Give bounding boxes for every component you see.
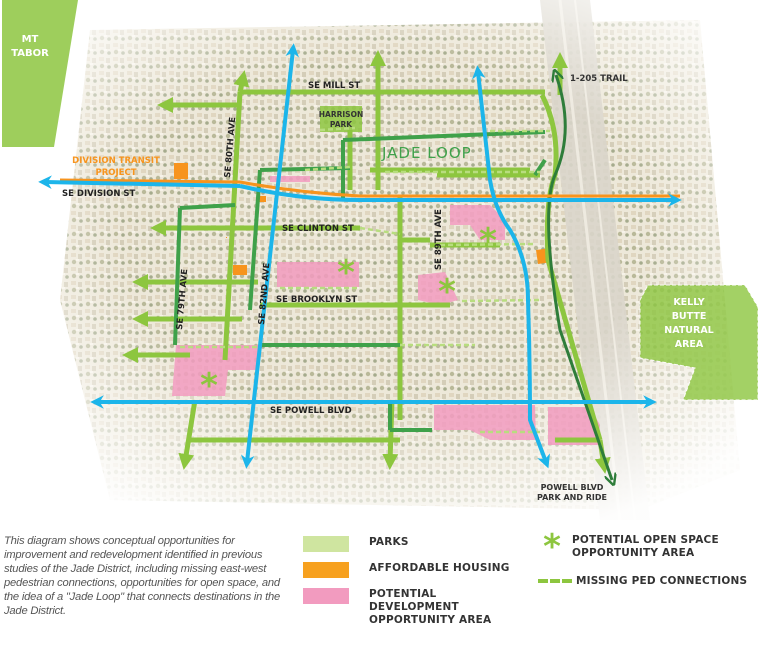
svg-text:1-205 TRAIL: 1-205 TRAIL [570,74,628,84]
svg-text:PARK: PARK [330,120,353,129]
svg-text:SE MILL ST: SE MILL ST [308,81,360,91]
kelly-butte-natural-area: KELLY BUTTE NATURAL AREA [639,284,759,401]
map-caption: This diagram shows conceptual opportunit… [4,535,281,617]
parks-swatch [303,536,349,552]
legend-open-space: * POTENTIAL OPEN SPACE OPPORTUNITY AREA [538,527,742,567]
mt-tabor-area: MT TABOR [2,0,78,147]
svg-text:HARRISON: HARRISON [319,110,363,119]
legend-affordable-housing-label: AFFORDABLE HOUSING [369,562,510,574]
svg-text:SE BROOKLYN ST: SE BROOKLYN ST [276,295,357,305]
development-swatch [303,588,349,604]
dashed-line-icon [538,579,572,583]
affordable-housing-swatch [303,562,349,578]
map-legend: This diagram shows conceptual opportunit… [0,520,768,665]
svg-text:SE DIVISION ST: SE DIVISION ST [62,189,136,199]
legend-potential-development: POTENTIAL DEVELOPMENT OPPORTUNITY AREA [303,588,509,627]
asterisk-icon: * [200,366,218,406]
jade-district-map: MT TABOR KELLY BUTTE NATURAL AREA HARRIS… [0,0,768,520]
svg-text:MT: MT [22,34,39,45]
i205-trail: 1-205 TRAIL [547,74,628,480]
legend-affordable-housing: AFFORDABLE HOUSING [303,562,510,578]
svg-text:SE POWELL BLVD: SE POWELL BLVD [270,406,352,416]
legend-missing-ped: MISSING PED CONNECTIONS [538,575,747,588]
svg-text:PARK AND RIDE: PARK AND RIDE [537,493,607,502]
svg-text:BUTTE: BUTTE [672,311,707,322]
harrison-park: HARRISON PARK [319,106,363,132]
legend-missing-ped-label: MISSING PED CONNECTIONS [576,575,748,587]
svg-text:SE 89TH AVE: SE 89TH AVE [434,209,444,270]
svg-text:TABOR: TABOR [11,48,49,59]
legend-parks-label: PARKS [369,536,409,548]
asterisk-icon: * [438,272,456,312]
legend-parks: PARKS [303,536,409,552]
svg-text:NATURAL: NATURAL [664,325,713,336]
svg-text:KELLY: KELLY [673,297,704,308]
transit-routes [38,43,682,469]
svg-text:JADE LOOP: JADE LOOP [381,144,472,162]
asterisk-icon: * [479,221,497,261]
asterisk-icon: * [337,253,355,293]
legend-open-space-label: POTENTIAL OPEN SPACE OPPORTUNITY AREA [572,534,719,559]
open-space-opportunity-markers: * * * * [200,221,497,406]
svg-text:SE CLINTON ST: SE CLINTON ST [282,224,354,234]
svg-text:POWELL BLVD: POWELL BLVD [541,483,604,492]
legend-potential-development-label: POTENTIAL DEVELOPMENT OPPORTUNITY AREA [369,588,492,626]
svg-text:PROJECT: PROJECT [95,168,136,178]
svg-text:DIVISION TRANSIT: DIVISION TRANSIT [72,156,160,166]
asterisk-icon: * [543,527,561,567]
svg-text:AREA: AREA [675,339,704,350]
feature-labels: DIVISION TRANSIT PROJECT JADE LOOP POWEL… [72,144,607,502]
